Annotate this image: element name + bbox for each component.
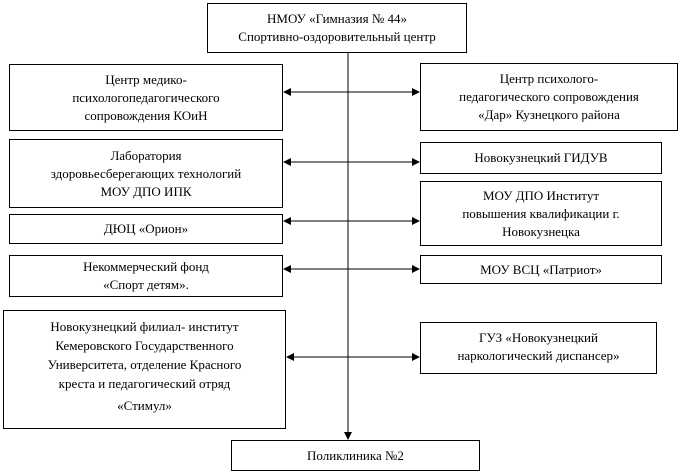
box-line: креста и педагогический отряд: [58, 376, 231, 391]
box-line: «Спорт детям».: [103, 277, 189, 292]
box-line: МОУ ДПО Институт: [482, 187, 599, 203]
box-line: Спортивно-оздоровительный центр: [238, 29, 436, 44]
left-box-1: Центр медико- психологопедагогического с…: [9, 64, 283, 131]
right-box-3: МОУ ДПО Институт повышения квалификации …: [420, 181, 662, 246]
right-box-2: Новокузнецкий ГИДУВ: [420, 142, 662, 174]
box-line: Центр медико-: [105, 71, 187, 87]
box-line: ДЮЦ «Орион»: [103, 221, 189, 236]
right-box-5: ГУЗ «Новокузнецкий наркологический диспа…: [420, 322, 657, 374]
box-line: наркологический диспансер»: [457, 348, 620, 363]
box-line: НМОУ «Гимназия № 44»: [267, 11, 407, 26]
box-line: Центр психолого-: [499, 71, 599, 86]
left-box-2: Лаборатория здоровьесберегающих технолог…: [9, 139, 283, 208]
right-box-1: Центр психолого- педагогического сопрово…: [420, 63, 678, 131]
box-line: «Стимул»: [117, 398, 172, 413]
box-line: Новокузнецкий ГИДУВ: [474, 150, 608, 165]
box-line: МОУ ДПО ИПК: [100, 183, 192, 199]
box-line: Новокузнецкий филиал- институт: [50, 319, 239, 334]
box-line: ГУЗ «Новокузнецкий: [479, 330, 598, 345]
box-line: Университета, отделение Красного: [47, 357, 242, 372]
box-line: Поликлиника №2: [307, 447, 404, 463]
left-box-3: ДЮЦ «Орион»: [9, 214, 283, 244]
top-box-gymnasium: НМОУ «Гимназия № 44» Спортивно-оздоровит…: [207, 3, 467, 53]
box-line: «Дар» Кузнецкого района: [478, 107, 620, 122]
left-box-4: Некоммерческий фонд «Спорт детям».: [9, 255, 283, 297]
box-line: здоровьесберегающих технологий: [50, 165, 242, 181]
box-line: МОУ ВСЦ «Патриот»: [480, 261, 602, 277]
box-line: Лаборатория: [110, 147, 182, 163]
box-line: повышения квалификации г.: [462, 205, 620, 221]
box-line: Кемеровского Государственного: [55, 338, 234, 353]
box-line: сопровождения КОиН: [84, 107, 208, 123]
left-box-5: Новокузнецкий филиал- институт Кемеровск…: [3, 310, 286, 429]
right-box-4: МОУ ВСЦ «Патриот»: [420, 255, 662, 284]
bottom-box-polyclinic: Поликлиника №2: [231, 440, 480, 471]
box-line: педагогического сопровождения: [459, 89, 639, 104]
box-line: Некоммерческий фонд: [83, 259, 209, 274]
box-line: Новокузнецка: [502, 223, 580, 239]
box-line: психологопедагогического: [72, 89, 220, 105]
